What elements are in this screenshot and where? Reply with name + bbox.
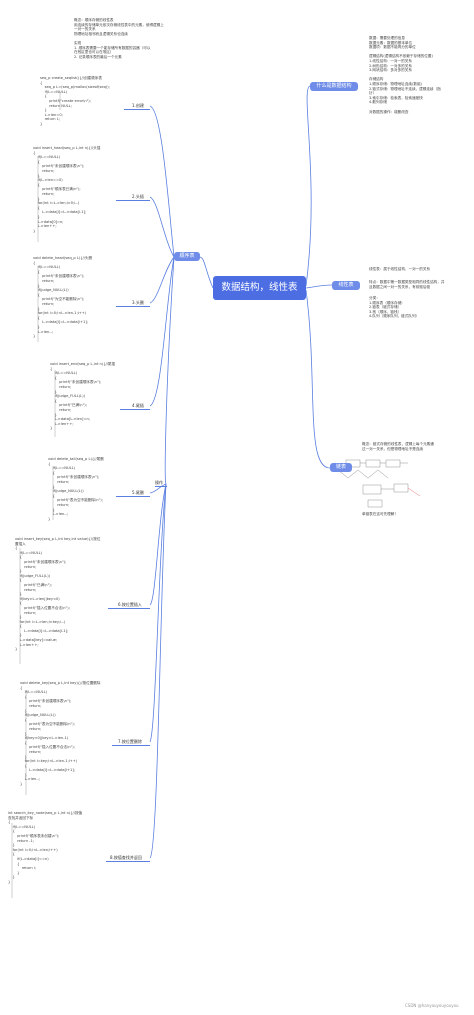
op-code-insert-tail: void insert_end(seq_p L,int n){//尾插 { if… bbox=[50, 362, 116, 431]
branch-sequential-list[interactable]: 顺序表 bbox=[174, 252, 200, 261]
op-label-insert-tail[interactable]: 4.尾插 bbox=[132, 403, 144, 408]
branch-linear-list[interactable]: 线性表 bbox=[332, 281, 360, 290]
op-label-insert-head[interactable]: 2.头插 bbox=[132, 194, 144, 199]
op-label-delete-tail[interactable]: 5.尾删 bbox=[132, 490, 144, 495]
op-code-delete-head: void delete_head(seq_p L){//头删 { if(L==N… bbox=[33, 256, 93, 339]
seq-list-notes: 概念：顺序存储的线性表 用连续的存储单元依次存储线性表中的元素，使得逻辑上 一对… bbox=[74, 18, 164, 59]
op-code-create: seq_p create_seqlist(){//创建顺序表 { seq_p L… bbox=[40, 76, 110, 126]
linear-list-note-definition: 线性表：属于线性结构，一对一的关系 bbox=[369, 267, 431, 271]
branch-operations[interactable]: 操作 bbox=[155, 480, 163, 485]
op-label-create[interactable]: 1.创建 bbox=[132, 103, 144, 108]
op-code-search-by-value: int search_key_node(seq_p L,int n){//按值 … bbox=[8, 811, 83, 884]
footer-watermark: CSDN @hanyouyouyouyou bbox=[405, 1003, 459, 1008]
linked-list-notes: 概念：链式存储的线性表，逻辑上每个元素通 过一对一关系，但是物理地址不是连续 bbox=[362, 442, 434, 451]
branch-what-is-data-structure[interactable]: 什么是数据结构 bbox=[310, 82, 358, 91]
op-label-delete-by-position[interactable]: 7.按位置删除 bbox=[118, 739, 142, 744]
data-structure-notes: 数据：需要处理的信息 数据元素：数据的基本单位 数据项：数据不能再分的单位 逻辑… bbox=[369, 36, 441, 114]
op-code-delete-tail: void delete_tail(seq_p L){//尾删 { if(L==N… bbox=[48, 457, 104, 521]
op-code-delete-by-position: void delete_key(seq_p L,int key){//按位置删除… bbox=[20, 681, 101, 787]
root-topic[interactable]: 数据结构，线性表 bbox=[213, 276, 306, 300]
op-label-delete-head[interactable]: 3.头删 bbox=[132, 300, 144, 305]
linear-list-note-types: 分类： 1.顺序表（顺序存储） 2.链表（链式存储） 3.栈（顺序、链栈） 4.… bbox=[369, 296, 420, 319]
branch-linked-list[interactable]: 链表 bbox=[330, 463, 352, 472]
linked-list-todo: 单链表在这可先理解！ bbox=[362, 512, 398, 516]
linear-list-note-features: 特点：数据中第一数据类型相同的线性结构，并 且数据之间一对一的关系，有前驱后驱 bbox=[369, 280, 445, 289]
op-code-insert-by-position: void insert_key(seq_p L,int key,int valu… bbox=[15, 537, 101, 652]
op-code-insert-head: void insert_head(seq_p L,int n){//头插 { i… bbox=[33, 146, 101, 233]
op-label-insert-by-position[interactable]: 6.按位置插入 bbox=[118, 602, 142, 607]
op-label-search-by-value[interactable]: 8.按值查找并返回 bbox=[110, 855, 142, 860]
